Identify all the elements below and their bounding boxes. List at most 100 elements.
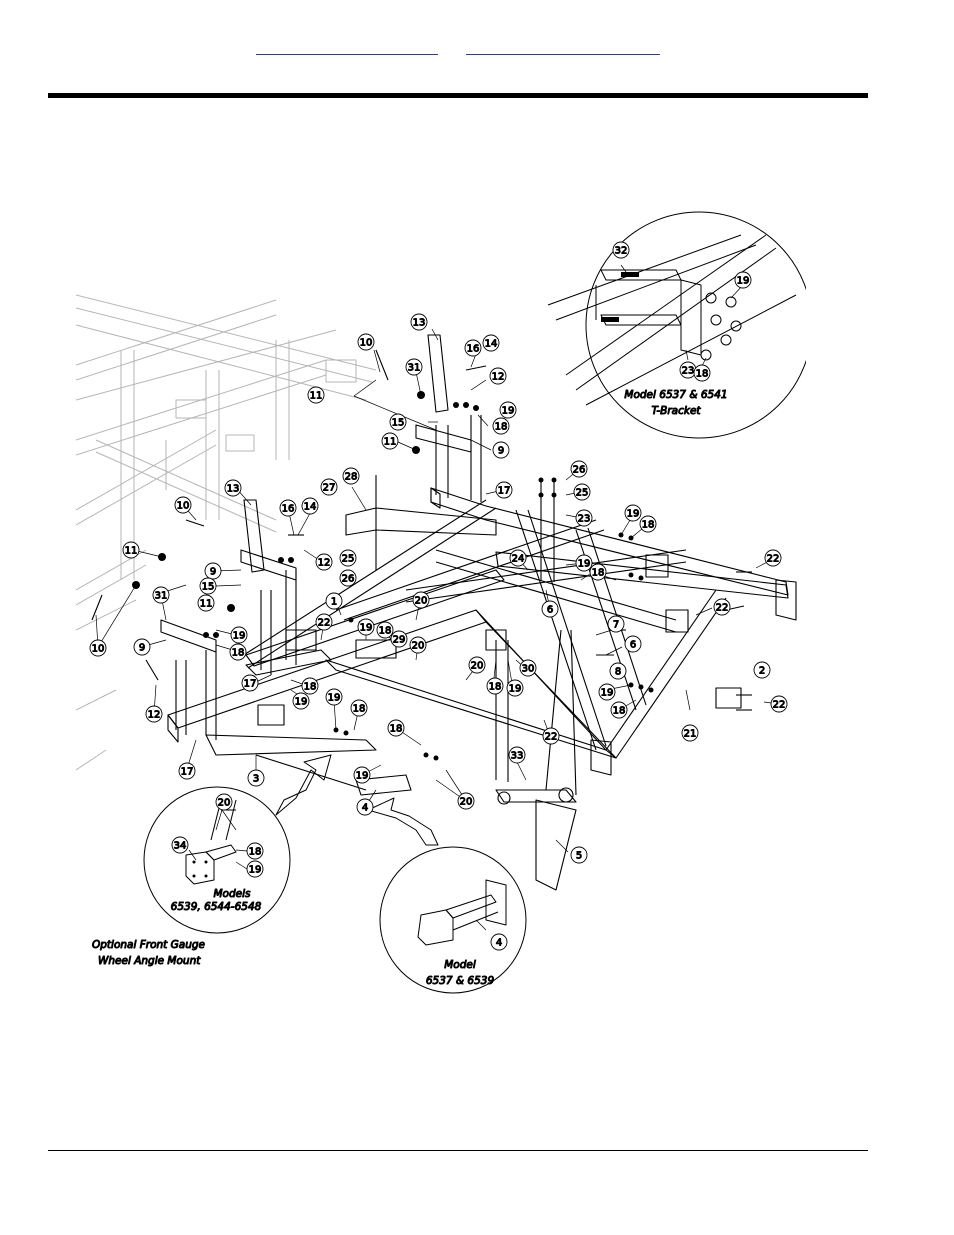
svg-text:13: 13 <box>413 318 426 329</box>
svg-text:19: 19 <box>360 623 373 634</box>
callout-23: 23 <box>575 509 593 527</box>
svg-text:15: 15 <box>392 418 405 429</box>
svg-text:22: 22 <box>767 554 780 565</box>
svg-text:28: 28 <box>345 472 358 483</box>
svg-text:18: 18 <box>489 682 502 693</box>
svg-text:22: 22 <box>545 732 558 743</box>
callout-28: 28 <box>342 467 360 485</box>
footer-rule <box>48 1150 868 1151</box>
callout-10: 10 <box>89 639 107 657</box>
t-bracket-model-caption: Model 6537 & 6541 <box>624 389 727 401</box>
callout-18: 18 <box>376 621 394 639</box>
callout-15: 15 <box>389 413 407 431</box>
callout-11: 11 <box>381 432 399 450</box>
callout-25: 25 <box>573 483 591 501</box>
svg-text:19: 19 <box>737 276 750 287</box>
callout-20: 20 <box>215 793 233 811</box>
t-bracket-part-caption: T-Bracket <box>651 405 701 417</box>
callout-10: 10 <box>174 496 192 514</box>
svg-text:18: 18 <box>232 648 245 659</box>
svg-text:7: 7 <box>613 620 619 631</box>
optional-note-line2: Wheel Angle Mount <box>98 955 201 967</box>
svg-text:19: 19 <box>502 406 515 417</box>
svg-text:18: 18 <box>390 724 403 735</box>
callout-20: 20 <box>409 636 427 654</box>
svg-text:19: 19 <box>356 771 369 782</box>
callout-18: 18 <box>350 699 368 717</box>
callout-20: 20 <box>457 792 475 810</box>
svg-text:19: 19 <box>233 631 246 642</box>
parts-diagram: 10 13 16 14 31 12 11 19 15 18 11 9 28 27… <box>76 211 806 994</box>
svg-text:21: 21 <box>684 729 697 740</box>
svg-text:17: 17 <box>498 486 511 497</box>
svg-text:25: 25 <box>576 488 589 499</box>
callout-12: 12 <box>145 705 163 723</box>
callout-14: 14 <box>482 334 500 352</box>
svg-text:8: 8 <box>615 667 621 678</box>
svg-text:12: 12 <box>492 372 505 383</box>
callout-24: 24 <box>509 549 527 567</box>
callout-6: 6 <box>541 600 559 618</box>
svg-text:20: 20 <box>218 798 231 809</box>
callout-12: 12 <box>315 553 333 571</box>
callout-10: 10 <box>357 333 375 351</box>
svg-text:18: 18 <box>353 704 366 715</box>
callout-8: 8 <box>609 662 627 680</box>
svg-text:18: 18 <box>613 706 626 717</box>
callout-18: 18 <box>492 417 510 435</box>
svg-text:25: 25 <box>342 554 355 565</box>
svg-text:19: 19 <box>295 697 308 708</box>
model-4-title: Model <box>444 959 476 971</box>
callout-16: 16 <box>279 499 297 517</box>
svg-text:9: 9 <box>498 446 504 457</box>
callout-2: 2 <box>753 661 771 679</box>
svg-text:16: 16 <box>282 504 295 515</box>
svg-text:4: 4 <box>496 938 502 949</box>
callout-18: 18 <box>486 677 504 695</box>
svg-text:9: 9 <box>210 567 216 578</box>
svg-text:26: 26 <box>342 574 355 585</box>
callout-19: 19 <box>499 401 517 419</box>
svg-text:12: 12 <box>318 558 331 569</box>
callout-22: 22 <box>542 727 560 745</box>
svg-text:12: 12 <box>148 710 161 721</box>
header-link-right[interactable] <box>466 40 660 55</box>
callout-26: 26 <box>339 569 357 587</box>
svg-text:32: 32 <box>615 246 628 257</box>
svg-text:14: 14 <box>485 339 498 350</box>
svg-text:19: 19 <box>627 509 640 520</box>
callout-19: 19 <box>357 618 375 636</box>
svg-text:18: 18 <box>379 626 392 637</box>
svg-text:22: 22 <box>773 700 786 711</box>
svg-text:34: 34 <box>174 841 187 852</box>
callout-1: 1 <box>325 592 343 610</box>
svg-text:1: 1 <box>331 597 337 608</box>
svg-text:19: 19 <box>328 693 341 704</box>
svg-text:31: 31 <box>408 363 421 374</box>
svg-text:6: 6 <box>630 640 636 651</box>
svg-text:19: 19 <box>578 559 591 570</box>
svg-text:20: 20 <box>415 596 428 607</box>
ghost-frame <box>76 294 377 771</box>
callout-17: 17 <box>495 481 513 499</box>
svg-text:11: 11 <box>310 391 323 402</box>
svg-text:20: 20 <box>471 661 484 672</box>
callout-12: 12 <box>489 367 507 385</box>
callout-11: 11 <box>197 594 215 612</box>
callout-23: 23 <box>679 361 697 379</box>
svg-text:4: 4 <box>362 803 368 814</box>
callout-31: 31 <box>405 358 423 376</box>
svg-text:10: 10 <box>360 338 373 349</box>
callout-18: 18 <box>246 842 264 860</box>
svg-text:13: 13 <box>227 484 240 495</box>
svg-text:33: 33 <box>511 751 524 762</box>
header-link-left[interactable] <box>256 40 438 55</box>
callout-26: 26 <box>570 460 588 478</box>
svg-text:19: 19 <box>249 865 262 876</box>
svg-text:19: 19 <box>509 684 522 695</box>
callout-22: 22 <box>713 598 731 616</box>
callout-4: 4 <box>490 933 508 951</box>
svg-text:15: 15 <box>202 582 215 593</box>
callout-19: 19 <box>325 688 343 706</box>
gauge-mount-models-title: Models <box>214 888 252 900</box>
